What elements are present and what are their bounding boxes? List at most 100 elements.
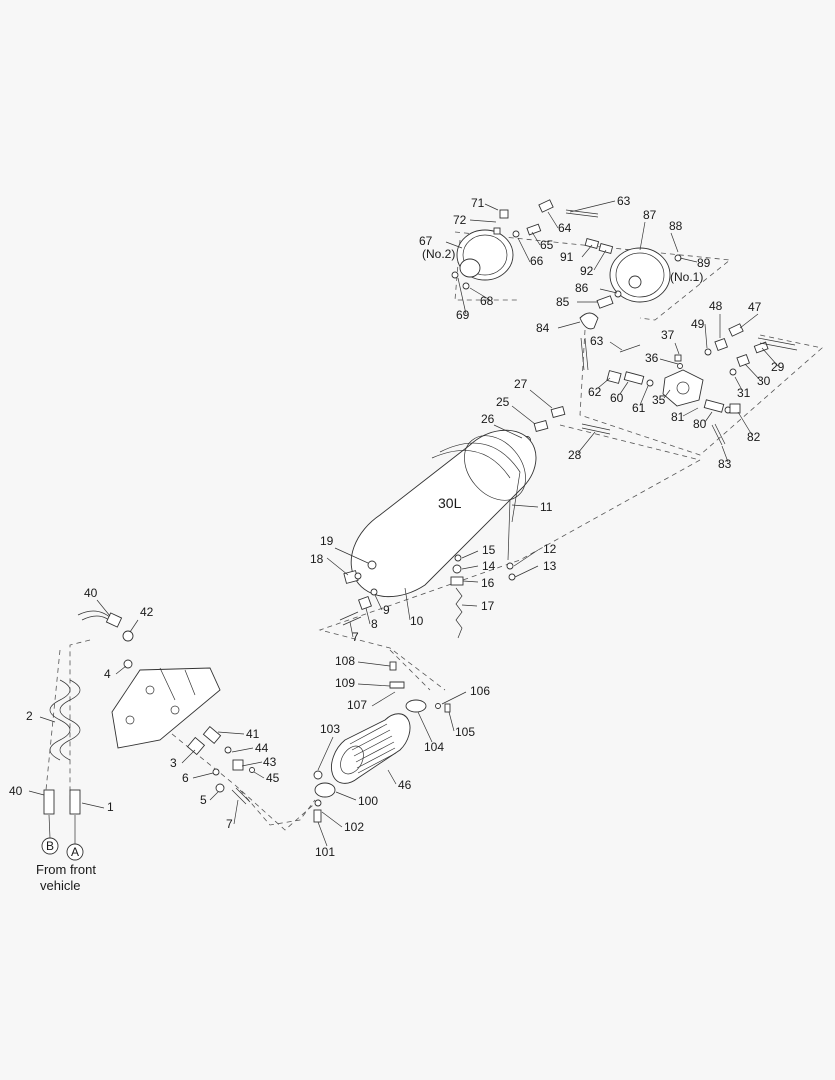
callout-108: 108 [335,654,355,668]
callout-62: 62 [588,385,602,399]
leader-line [39,716,56,723]
callout-46: 46 [398,778,412,792]
callout-14: 14 [482,559,496,573]
callout-26: 26 [481,412,495,426]
leader-line [704,411,713,423]
callout-88: 88 [669,219,683,233]
leader-line [371,691,396,707]
callout-19: 19 [320,534,334,548]
leader-line [461,565,479,570]
callout-40b: 40 [9,784,23,798]
callout-49: 49 [691,317,705,331]
hose-assembly-left [43,610,134,815]
callout-107: 107 [347,698,367,712]
leader-line [593,249,607,271]
callout-67: 67 [419,234,433,248]
leader-line [469,219,497,223]
leader-line [547,211,559,229]
callout-15: 15 [482,543,496,557]
callout-7b: 7 [226,817,233,831]
callout-42: 42 [140,605,154,619]
callout-44: 44 [255,741,269,755]
leader-line [321,811,343,828]
leader-line [462,580,479,583]
callout-106: 106 [470,684,490,698]
callout-85: 85 [556,295,570,309]
callout-25: 25 [496,395,510,409]
leader-line [721,445,729,463]
callout-101: 101 [315,845,335,859]
leader-lines [28,200,779,847]
leader-line [233,799,239,825]
leader-line [599,288,618,294]
leader-line [241,761,263,767]
chamber-no1-note: (No.1) [670,270,703,284]
air-tank [339,429,537,639]
leader-line [115,665,127,675]
relay-valve-group [606,323,798,446]
leader-line [493,424,523,439]
callout-82: 82 [747,430,761,444]
leader-line [511,504,539,508]
leader-line [704,323,708,349]
leader-line [461,550,479,559]
leader-line [531,231,541,246]
leader-line [734,376,743,391]
leader-line [639,385,649,406]
leader-line [619,381,629,395]
leader-line [597,377,611,389]
callout-10: 10 [410,614,424,628]
callout-36: 36 [645,351,659,365]
callout-numbers: 71 72 64 63 67 65 66 87 88 91 92 89 86 6… [9,194,785,859]
leader-line [387,769,397,785]
leader-line [253,771,265,779]
callout-28: 28 [568,448,582,462]
lower-fittings [186,726,255,805]
callout-65: 65 [540,238,554,252]
leader-line [217,731,245,735]
callout-9: 9 [383,603,390,617]
brake-chamber-no1 [609,247,682,303]
callout-1: 1 [107,800,114,814]
callout-84: 84 [536,321,550,335]
callout-13: 13 [543,559,557,573]
leader-line [663,389,671,399]
leader-line [517,237,531,263]
callout-8: 8 [371,617,378,631]
callout-66: 66 [530,254,544,268]
leader-line [739,313,759,329]
connector-a-label: A [71,845,79,859]
leader-line [514,565,539,578]
leader-line [513,549,539,567]
callout-45: 45 [266,771,280,785]
callout-4: 4 [104,667,111,681]
callout-35: 35 [652,393,666,407]
callout-61: 61 [632,401,646,415]
callout-72: 72 [453,213,467,227]
callout-48: 48 [709,299,723,313]
leader-line [511,405,536,425]
leader-line [404,587,411,621]
callout-6: 6 [182,771,189,785]
leader-line [192,772,214,779]
leader-line [441,691,467,705]
leader-line [569,200,616,213]
leader-line [737,411,753,436]
callout-5: 5 [200,793,207,807]
callout-29: 29 [771,360,785,374]
callout-27: 27 [514,377,528,391]
callout-3: 3 [170,756,177,770]
leader-line [670,232,679,253]
callout-103: 103 [320,722,340,736]
callout-18: 18 [310,552,324,566]
callout-87: 87 [643,208,657,222]
callout-69: 69 [456,308,470,322]
callout-30: 30 [757,374,771,388]
leader-line [317,736,334,771]
callout-41: 41 [246,727,260,741]
leader-line [334,547,369,564]
callout-12: 12 [543,542,557,556]
leader-line [357,683,391,687]
callout-64: 64 [558,221,572,235]
